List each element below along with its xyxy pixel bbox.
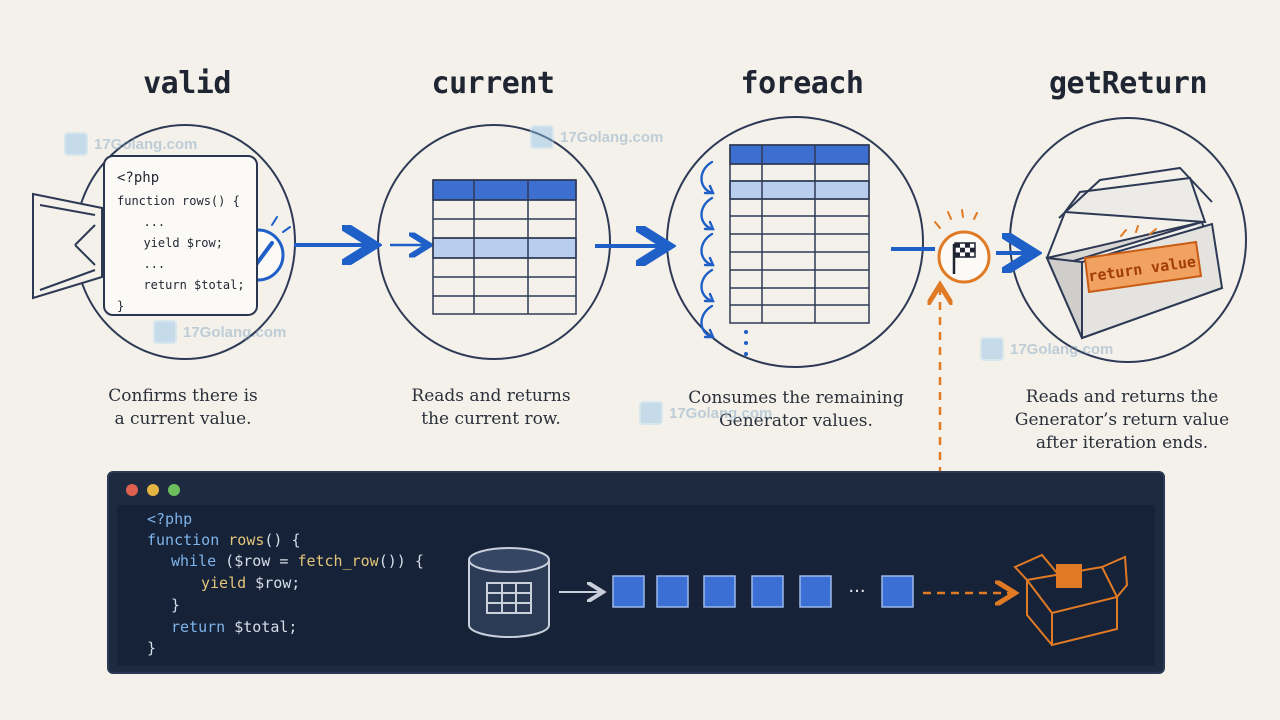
stream-value — [751, 575, 784, 608]
editor-code-line: return $total; — [171, 618, 298, 636]
mini-code-line: return $total; — [129, 278, 245, 292]
funnel-icon — [32, 192, 103, 300]
value-stream — [612, 575, 914, 608]
editor-code-area: <?php function rows() { while ($row = fe… — [117, 505, 1155, 666]
editor-code-line: } — [171, 596, 181, 614]
editor-flow-graphic: ··· — [468, 547, 1129, 647]
editor-code-line: while ($row = fetch_row()) { — [171, 552, 424, 570]
finish-flag-icon — [934, 209, 991, 284]
mini-code-line: } — [117, 299, 125, 313]
mini-code-line: <?php — [117, 170, 160, 186]
stream-ellipsis: ··· — [848, 581, 865, 602]
window-close-dot — [126, 484, 138, 496]
caption-foreach: Consumes the remaining Generator values. — [688, 388, 904, 431]
stream-value — [656, 575, 689, 608]
editor-code-line: yield $row; — [201, 574, 301, 592]
stream-value — [881, 575, 914, 608]
editor-code-line: } — [147, 639, 157, 657]
editor-code-line: function rows() { — [147, 531, 301, 549]
mini-code-line: ... — [129, 257, 166, 271]
mini-code-card: <?php function rows() { ... yield $row; … — [103, 155, 258, 316]
stream-value — [612, 575, 645, 608]
stage-title-foreach: foreach — [740, 66, 864, 101]
foreach-iteration-arrows — [700, 160, 715, 339]
stage-title-getreturn: getReturn — [1048, 66, 1208, 101]
stream-value — [703, 575, 736, 608]
database-icon — [468, 547, 550, 638]
stage-title-current: current — [431, 66, 555, 101]
caption-current: Reads and returns the current row. — [411, 386, 571, 429]
stage-title-valid: valid — [143, 66, 231, 101]
foreach-rows-table — [729, 144, 870, 324]
editor-code-line: <?php — [147, 510, 193, 528]
mini-code-line: yield $row; — [129, 236, 223, 250]
mini-code-line: function rows() { — [117, 194, 240, 208]
caption-getreturn: Reads and returns the Generator’s return… — [1014, 387, 1230, 453]
return-box-icon — [1013, 553, 1129, 647]
stream-value — [799, 575, 832, 608]
mini-code-line: ... — [129, 215, 166, 229]
return-value-tag: return value — [1083, 225, 1203, 294]
foreach-more-dots — [744, 330, 748, 356]
current-rows-table — [432, 179, 577, 315]
window-zoom-dot — [168, 484, 180, 496]
code-editor-window: <?php function rows() { while ($row = fe… — [107, 471, 1165, 674]
caption-valid: Confirms there is a current value. — [108, 386, 258, 429]
window-minimize-dot — [147, 484, 159, 496]
